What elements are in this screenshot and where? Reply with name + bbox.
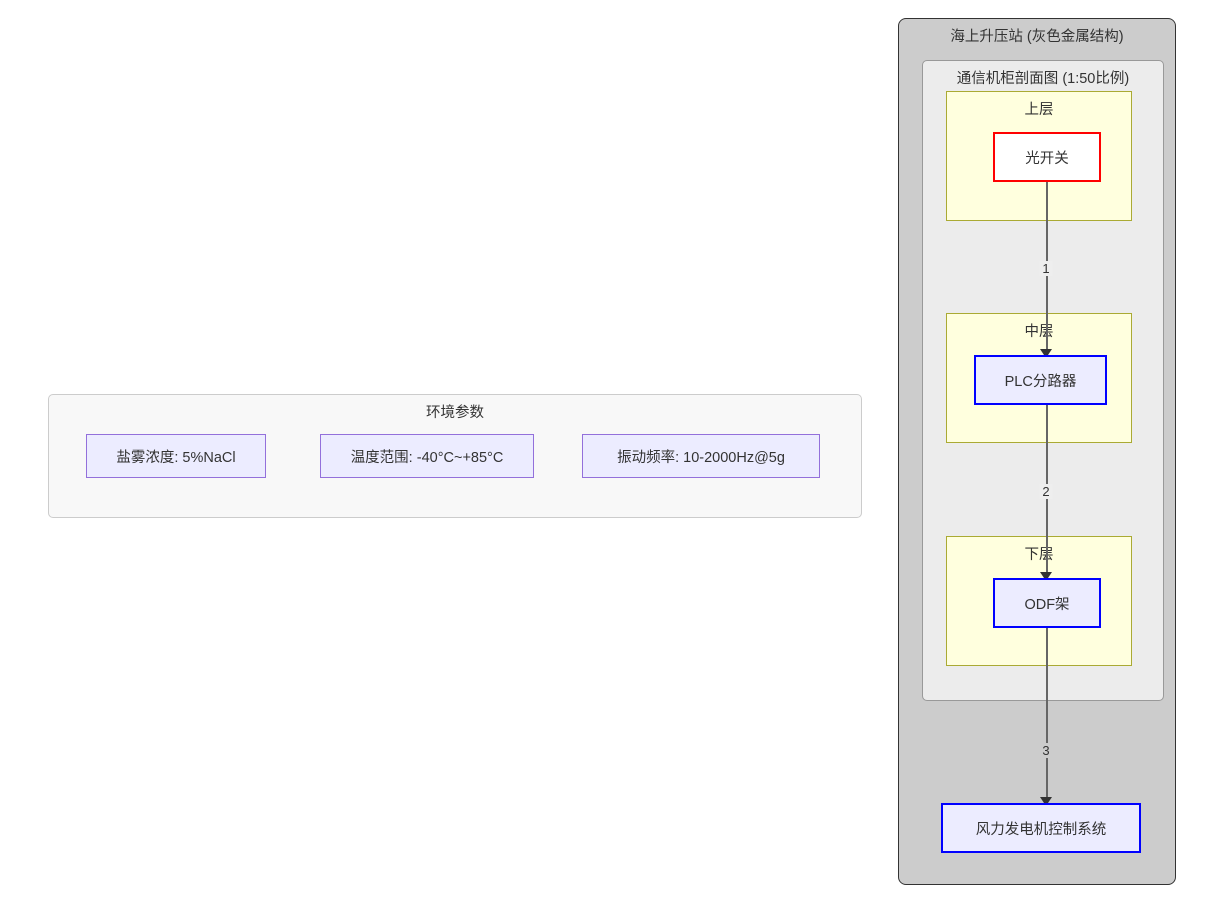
node-wind-turbine-control-system[interactable]: 风力发电机控制系统 xyxy=(941,803,1141,853)
environment-parameters-title: 环境参数 xyxy=(426,405,484,421)
arrowhead-icon xyxy=(1040,797,1052,806)
edge-label-2: 2 xyxy=(1039,484,1053,499)
offshore-substation-title: 海上升压站 (灰色金属结构) xyxy=(950,29,1124,45)
rack-layer-middle-title: 中层 xyxy=(1024,324,1054,340)
arrowhead-icon xyxy=(1040,572,1052,581)
rack-layer-upper-title: 上层 xyxy=(1024,102,1054,118)
node-plc-splitter[interactable]: PLC分路器 xyxy=(974,355,1107,405)
env-param-salt-spray[interactable]: 盐雾浓度: 5%NaCl xyxy=(86,434,266,478)
edge-odf-to-wind-control xyxy=(1046,628,1048,803)
communications-cabinet-title: 通信机柜剖面图 (1:50比例) xyxy=(956,71,1130,87)
rack-layer-lower-title: 下层 xyxy=(1024,547,1054,563)
node-odf-rack[interactable]: ODF架 xyxy=(993,578,1101,628)
env-param-temperature-range[interactable]: 温度范围: -40°C~+85°C xyxy=(320,434,534,478)
arrowhead-icon xyxy=(1040,349,1052,358)
edge-label-3: 3 xyxy=(1039,743,1053,758)
edge-label-1: 1 xyxy=(1039,261,1053,276)
env-param-vibration-frequency[interactable]: 振动频率: 10-2000Hz@5g xyxy=(582,434,820,478)
node-optical-switch[interactable]: 光开关 xyxy=(993,132,1101,182)
